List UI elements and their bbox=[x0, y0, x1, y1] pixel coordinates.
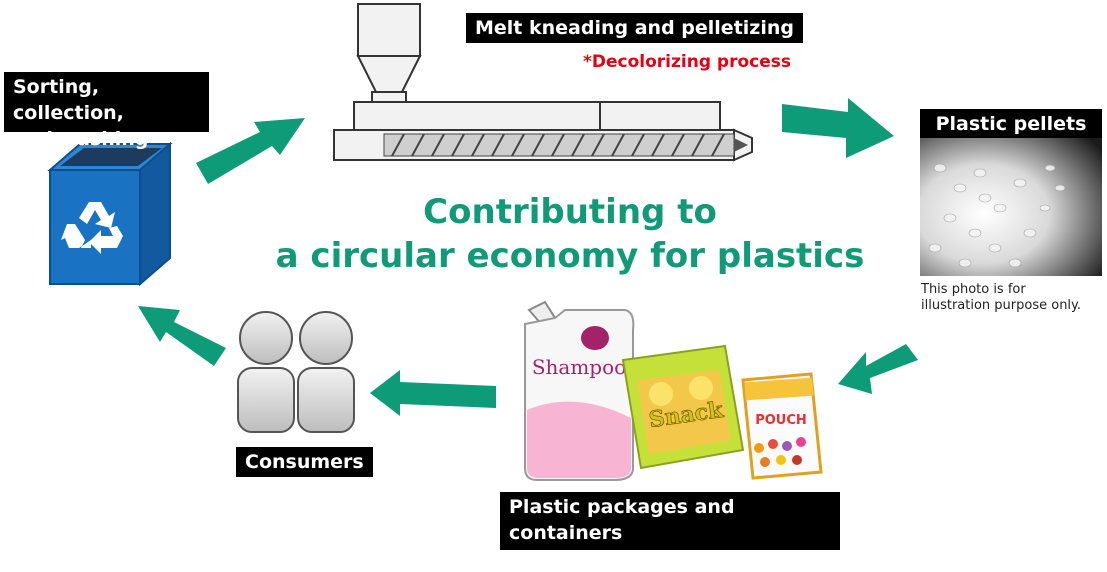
arrow-pellets-to-packages bbox=[838, 344, 918, 394]
shampoo-text: Shampoo bbox=[532, 355, 626, 379]
recycling-bin bbox=[47, 141, 173, 287]
title-line1: Contributing to bbox=[423, 192, 717, 232]
arrow-melt-to-pellets bbox=[782, 98, 894, 158]
recycle-icon bbox=[61, 202, 123, 254]
arrow-packages-to-consumers bbox=[370, 370, 496, 416]
photo-note-line1: This photo is for bbox=[921, 282, 1026, 297]
title-line2: a circular economy for plastics bbox=[275, 236, 865, 276]
photo-note-line2: illustration purpose only. bbox=[921, 298, 1082, 313]
melt-label: Melt kneading and pelletizing bbox=[466, 13, 803, 43]
packages-illustration: Shampoo Snack POUCH bbox=[524, 300, 823, 481]
decolor-note: *Decolorizing process bbox=[583, 52, 791, 72]
snack-bag: Snack bbox=[621, 344, 745, 470]
arrow-consumers-to-sorting bbox=[138, 306, 226, 366]
packages-label-line1: Plastic packages and containers bbox=[509, 496, 735, 544]
pouch-text: POUCH bbox=[755, 413, 807, 428]
pouch-bag: POUCH bbox=[741, 372, 823, 480]
photo-note: This photo is for illustration purpose o… bbox=[921, 282, 1081, 314]
sorting-label-line2: and washing bbox=[13, 128, 149, 150]
pellets-photo bbox=[920, 138, 1102, 276]
arrow-sorting-to-melt bbox=[196, 118, 305, 184]
sorting-label-line1: Sorting, collection, bbox=[13, 76, 124, 124]
people-icon bbox=[237, 311, 355, 433]
pellets-label: Plastic pellets bbox=[920, 109, 1102, 139]
extruder-icon bbox=[333, 3, 753, 162]
consumers-label: Consumers bbox=[236, 447, 373, 477]
sorting-label: Sorting, collection, and washing bbox=[4, 72, 209, 150]
cycle-arrows bbox=[138, 98, 918, 416]
shampoo-bottle: Shampoo bbox=[524, 300, 635, 481]
